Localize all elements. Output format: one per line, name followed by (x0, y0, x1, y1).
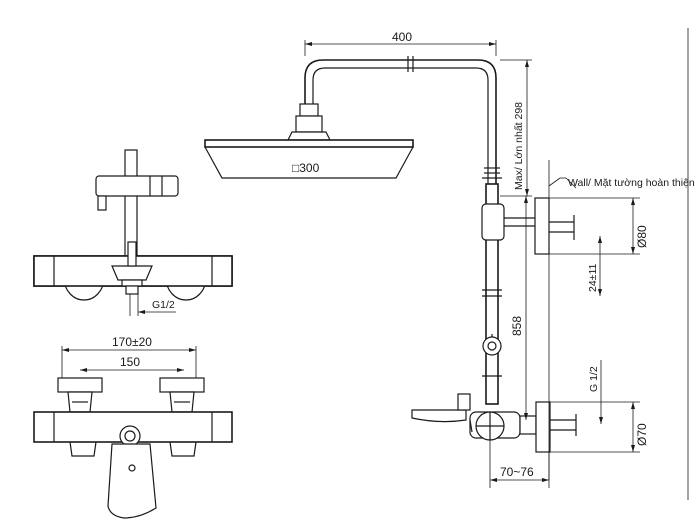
center-knob (119, 425, 141, 447)
dim-g12-right: G 1/2 (588, 360, 603, 424)
rain-shower-head (204, 139, 414, 148)
dim-400: 400 (304, 30, 497, 56)
shower-system-front-view (204, 56, 577, 480)
center-outlet (111, 265, 153, 281)
dim-858-label: 858 (510, 316, 524, 336)
dim-max-298: Max/ Lớn nhất 298 (500, 59, 532, 197)
shower-arm-outer (304, 59, 497, 184)
dim-400-label: 400 (392, 30, 412, 44)
wall-callout: Wall/ Mặt tường hoàn thiện (565, 177, 695, 189)
eccentric-right (159, 377, 205, 393)
dim-head-size-label: □300 (292, 161, 320, 175)
wall-flange-bottom (535, 401, 551, 453)
dim-24-11: 24±11 (587, 236, 602, 296)
dim-g12-right-label: G 1/2 (588, 366, 600, 392)
dim-170-label: 170±20 (112, 335, 152, 349)
eccentric-left (57, 377, 103, 393)
shower-arm-inner (312, 67, 489, 184)
wall-flange-top (534, 197, 550, 255)
dim-dia-70-label: Ø70 (635, 423, 649, 446)
dim-dia-70: Ø70 (550, 401, 649, 453)
bath-spout (411, 409, 467, 423)
dim-70-76-label: 70~76 (500, 465, 534, 479)
dim-g12-left-label: G1/2 (152, 299, 175, 311)
dim-max-label: Max/ Lớn nhất 298 (513, 102, 525, 190)
handshower-holder (95, 175, 179, 197)
mixer-top-view: G1/2 (33, 149, 233, 316)
wall-label: Wall/ Mặt tường hoàn thiện (568, 177, 695, 189)
dim-dia-80-label: Ø80 (635, 225, 649, 248)
dim-150-label: 150 (120, 355, 140, 369)
head-nut (299, 103, 319, 117)
slide-holder (482, 336, 502, 356)
dim-24-label: 24±11 (587, 263, 599, 292)
rain-shower-head-profile (204, 146, 414, 179)
wall-bracket-top (481, 203, 505, 241)
mixer-front-view: 170±20 150 (33, 335, 233, 519)
dim-70-76: 70~76 (489, 440, 550, 488)
bath-spout-front (107, 443, 157, 519)
diverter-knob (457, 393, 471, 411)
dim-858: 858 (510, 196, 528, 420)
dim-dia-80: Ø80 (549, 197, 649, 255)
head-swivel (295, 115, 323, 133)
